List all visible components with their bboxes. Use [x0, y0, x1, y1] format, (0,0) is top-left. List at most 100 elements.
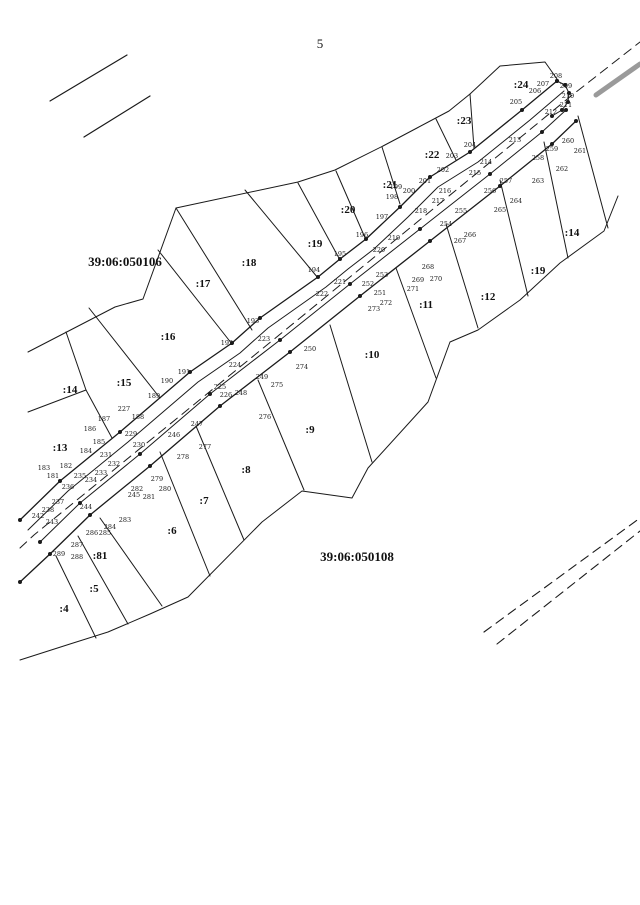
point-label: 199 — [390, 183, 402, 191]
point-label: 244 — [80, 503, 92, 511]
point-label: 227 — [118, 405, 130, 413]
point-label: 238 — [42, 506, 54, 514]
parcel-label: :12 — [481, 291, 496, 303]
survey-point — [188, 370, 192, 374]
point-label: 273 — [368, 305, 380, 313]
point-label: 282 — [131, 485, 143, 493]
lower-divider-10-11 — [395, 267, 437, 379]
parcel-label: :11 — [419, 299, 433, 311]
point-label: 190 — [161, 377, 173, 385]
point-label: 213 — [509, 136, 521, 144]
lower-divider-19-14 — [543, 141, 569, 259]
point-label: 281 — [143, 493, 155, 501]
point-label: 251 — [374, 289, 386, 297]
survey-point — [560, 108, 564, 112]
point-label: 220 — [373, 246, 385, 254]
lower-divider-9-10 — [329, 324, 373, 463]
point-label: 219 — [388, 234, 400, 242]
point-label: 212 — [545, 108, 557, 116]
point-label: 232 — [108, 460, 120, 468]
point-label: 210 — [562, 92, 574, 100]
lower-divider-14-right — [577, 115, 609, 229]
upper-divider-18-19 — [244, 189, 319, 279]
point-label: 243 — [46, 518, 58, 526]
point-label: 288 — [71, 553, 83, 561]
survey-point — [550, 142, 554, 146]
point-label: 184 — [80, 447, 92, 455]
parcel-label: :81 — [93, 550, 108, 562]
point-label: 242 — [32, 512, 44, 520]
parcel-label: :20 — [341, 204, 356, 216]
point-label: 205 — [510, 98, 522, 106]
point-label: 270 — [430, 275, 442, 283]
page-number: 5 — [316, 36, 324, 51]
lower-divider-5-81 — [77, 535, 129, 625]
road-edge-nw-inner — [27, 90, 565, 531]
point-label: 266 — [464, 231, 476, 239]
survey-point — [468, 150, 472, 154]
point-label: 269 — [412, 276, 424, 284]
point-label: 218 — [415, 207, 427, 215]
point-label: 201 — [419, 177, 431, 185]
point-label: 215 — [469, 169, 481, 177]
survey-point — [288, 350, 292, 354]
parcel-label: :23 — [457, 115, 472, 127]
point-label: 276 — [259, 413, 271, 421]
topright-road-thick — [593, 61, 640, 98]
point-label: 289 — [53, 550, 65, 558]
parcel-label: :13 — [53, 442, 68, 454]
point-label: 192 — [221, 339, 233, 347]
point-label: 181 — [47, 472, 59, 480]
point-label: 271 — [407, 285, 419, 293]
point-label: 267 — [454, 237, 466, 245]
upper-divider-16-17 — [157, 249, 233, 345]
parcel-label: :24 — [514, 79, 529, 91]
point-label: 260 — [562, 137, 574, 145]
upper-divider-23-24 — [469, 93, 475, 149]
parcel-label: :15 — [117, 377, 132, 389]
point-label: 279 — [151, 475, 163, 483]
upper-divider-13-14b — [27, 389, 87, 413]
lower-divider-7-8 — [195, 425, 245, 541]
survey-point — [564, 108, 568, 112]
point-label: 198 — [386, 193, 398, 201]
point-label: 262 — [556, 165, 568, 173]
lower-block-boundary — [19, 195, 619, 661]
point-label: 234 — [85, 476, 97, 484]
lower-divider-11-12 — [445, 223, 479, 329]
parcel-label: :22 — [425, 149, 440, 161]
point-label: 258 — [532, 154, 544, 162]
survey-point — [278, 338, 282, 342]
point-label: 264 — [510, 197, 522, 205]
survey-point — [78, 501, 82, 505]
point-label: 255 — [455, 207, 467, 215]
point-label: 257 — [500, 177, 512, 185]
point-label: 206 — [529, 87, 541, 95]
topleft-line-2 — [83, 95, 151, 138]
point-label: 287 — [71, 541, 83, 549]
point-label: 233 — [95, 469, 107, 477]
point-label: 183 — [38, 464, 50, 472]
topleft-line-1 — [49, 54, 128, 102]
survey-point — [566, 100, 570, 104]
survey-point — [88, 513, 92, 517]
point-label: 221 — [334, 278, 346, 286]
point-label: 191 — [178, 368, 190, 376]
point-label: 214 — [480, 158, 492, 166]
bottomright-dash-1 — [483, 517, 640, 633]
survey-point — [574, 119, 578, 123]
point-label: 284 — [104, 523, 116, 531]
parcel-label: :9 — [305, 424, 315, 436]
parcel-label: :14 — [63, 384, 78, 396]
survey-point — [520, 108, 524, 112]
point-label: 211 — [560, 101, 572, 109]
survey-point — [358, 294, 362, 298]
lower-divider-8-9 — [257, 379, 305, 491]
point-label: 261 — [574, 147, 586, 155]
point-label: 249 — [256, 373, 268, 381]
bottomright-dash-2 — [496, 530, 640, 645]
parcel-label: :7 — [199, 495, 209, 507]
parcel-label: :21 — [383, 179, 398, 191]
cadastral-block-code: 39:06:050108 — [320, 549, 394, 564]
